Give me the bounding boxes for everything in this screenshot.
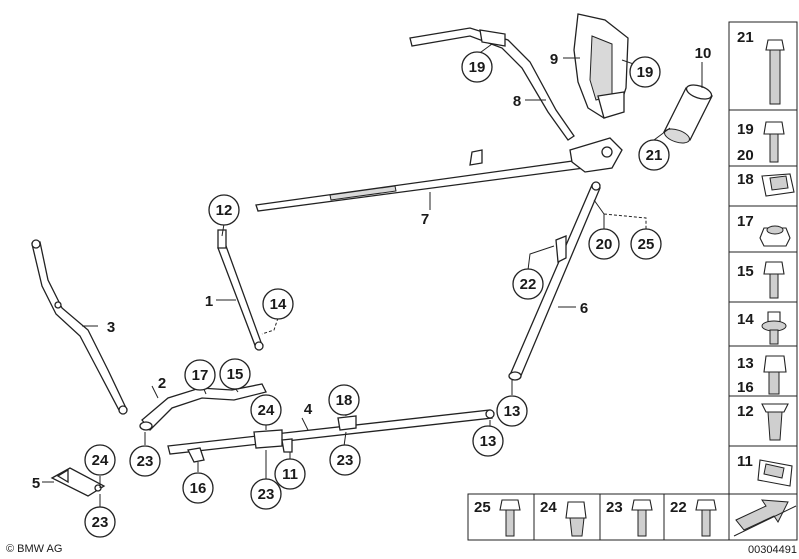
callout-23-center: 23	[329, 444, 361, 476]
callout-24-plate: 24	[84, 444, 116, 476]
callout-label: 11	[282, 466, 298, 483]
part-6-strut[interactable]	[508, 181, 601, 381]
bolt-14-icon	[761, 311, 787, 345]
callout-label: 25	[638, 236, 655, 253]
clip-nut-18-icon	[761, 173, 795, 197]
copyright-notice: © BMW AG	[6, 543, 62, 555]
callout-13-strut: 13	[496, 395, 528, 427]
legend-label-18: 18	[737, 171, 754, 188]
part-7-rod[interactable]	[255, 137, 623, 212]
callout-19-holder: 19	[629, 56, 661, 88]
direction-arrow-icon	[733, 499, 797, 537]
callout-25: 25	[630, 228, 662, 260]
callout-21-sleeve: 21	[638, 139, 670, 171]
part-5-plate[interactable]	[50, 467, 106, 497]
callout-label: 17	[192, 367, 209, 384]
callout-11: 11	[274, 458, 306, 490]
callout-label: 15	[227, 366, 244, 383]
bolt-21-icon	[765, 39, 785, 105]
callout-17: 17	[184, 359, 216, 391]
part-label-2: 2	[158, 375, 166, 392]
callout-24-rod: 24	[250, 394, 282, 426]
part-8-bracket[interactable]	[409, 27, 575, 141]
callout-label: 18	[336, 392, 353, 409]
bolt-19-20-icon	[763, 121, 785, 163]
callout-label: 24	[258, 402, 275, 419]
callout-20: 20	[588, 228, 620, 260]
callout-label: 14	[270, 296, 287, 313]
legend-label-20: 20	[737, 147, 754, 164]
part-label-1: 1	[205, 293, 213, 310]
part-10-sleeve[interactable]	[663, 82, 713, 145]
drawing-number: 00304491	[748, 544, 797, 556]
legend-label-12: 12	[737, 403, 754, 420]
part-3-bar[interactable]	[31, 239, 128, 415]
callout-label: 13	[504, 403, 521, 420]
part-label-6: 6	[580, 300, 588, 317]
part-label-7: 7	[421, 211, 429, 228]
callout-label: 24	[92, 452, 109, 469]
callout-label: 23	[92, 514, 109, 531]
part-1-strut[interactable]	[217, 229, 264, 351]
callout-label: 22	[520, 276, 537, 293]
callout-label: 13	[480, 433, 497, 450]
callout-23-bar: 23	[129, 445, 161, 477]
callout-label: 20	[596, 236, 613, 253]
callout-16: 16	[182, 472, 214, 504]
legend-label-17: 17	[737, 213, 754, 230]
rivet-nut-24-icon	[565, 501, 587, 537]
part-label-5: 5	[32, 475, 40, 492]
callout-12: 12	[208, 194, 240, 226]
legend-label-23: 23	[606, 499, 623, 516]
legend-label-21: 21	[737, 29, 754, 46]
part-4-rod[interactable]	[167, 409, 495, 463]
legend-label-24: 24	[540, 499, 557, 516]
bolt-15-icon	[763, 261, 785, 299]
bolt-13-16-icon	[763, 355, 787, 395]
callout-14: 14	[262, 288, 294, 320]
callout-23-rod: 23	[250, 478, 282, 510]
hardware-legend-bottom: 25 24 23 22	[467, 493, 730, 541]
legend-label-16: 16	[737, 379, 754, 396]
expansion-nut-12-icon	[761, 403, 789, 441]
part-label-9: 9	[550, 51, 558, 68]
bolt-23-icon	[631, 499, 653, 537]
callout-label: 23	[137, 453, 154, 470]
legend-label-13: 13	[737, 355, 754, 372]
part-label-4: 4	[304, 401, 313, 418]
callout-15: 15	[219, 358, 251, 390]
callout-label: 21	[646, 147, 663, 164]
callout-23-plate: 23	[84, 506, 116, 538]
legend-label-15: 15	[737, 263, 754, 280]
legend-label-25: 25	[474, 499, 491, 516]
callout-label: 16	[190, 480, 207, 497]
callout-22: 22	[512, 268, 544, 300]
bolt-22-icon	[695, 499, 717, 537]
bolt-25-icon	[499, 499, 521, 537]
legend-label-11: 11	[737, 453, 753, 470]
callout-18: 18	[328, 384, 360, 416]
callout-label: 12	[216, 202, 233, 219]
part-2-bar[interactable]	[139, 383, 267, 431]
part-label-8: 8	[513, 93, 521, 110]
part-label-3: 3	[107, 319, 115, 336]
part-9-holder[interactable]	[573, 13, 629, 119]
part-label-10: 10	[695, 45, 712, 62]
callout-19-bracket: 19	[461, 51, 493, 83]
callout-label: 19	[637, 64, 654, 81]
hardware-legend-right: 21 19 20 18 17 15 14	[728, 21, 798, 541]
callout-13-rod: 13	[472, 425, 504, 457]
callout-label: 23	[337, 452, 354, 469]
legend-label-14: 14	[737, 311, 754, 328]
callout-label: 19	[469, 59, 486, 76]
legend-label-22: 22	[670, 499, 687, 516]
callout-label: 23	[258, 486, 275, 503]
clip-11-icon	[757, 459, 793, 487]
legend-label-19: 19	[737, 121, 754, 138]
nut-17-icon	[759, 225, 791, 247]
